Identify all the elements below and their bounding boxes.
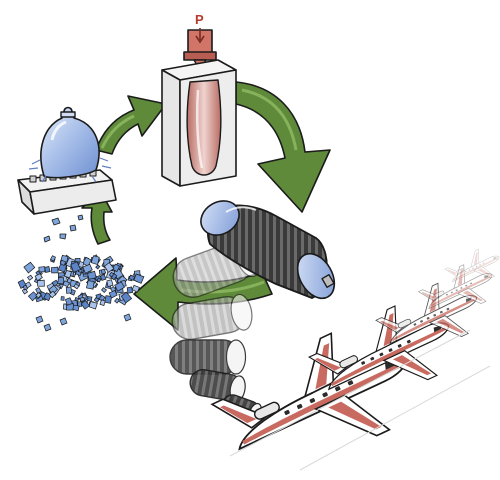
chip-fragment [74,297,80,302]
chip-fragment [80,300,91,310]
chip-fragment [114,281,125,292]
chip-fragment [131,284,140,293]
chip-fragment [100,274,107,281]
chip-fragment [72,304,80,312]
chip-fragment [34,273,43,282]
chip-fragment [133,273,145,284]
chip-fragment [48,290,57,299]
chip-fragment [59,317,68,326]
chip-fragment [36,279,45,287]
chip-fragment [70,261,82,273]
motion-streak [299,365,491,471]
chip-fragment [59,259,67,266]
chip-fragment [35,292,42,299]
chip-fragment [49,255,56,262]
chip-fragment [79,296,86,302]
chip-fragment [43,323,52,332]
chip-fragment [73,283,80,290]
jet-aircraft-icon [417,264,493,310]
chip-fragment [22,284,29,291]
chip-fragment [126,286,134,294]
chip-fragment [103,262,115,273]
chip-fragment [44,266,51,273]
chip-fragment [64,270,72,279]
chip-fragment [101,287,107,294]
cycle-arrow-to-tank [235,81,331,213]
chip-fragment [95,264,101,270]
chip-fragment [90,255,100,265]
chip-fragment [106,279,114,287]
jet-fleet [210,248,500,471]
chip-fragment [27,291,38,302]
chip-fragment [108,271,115,278]
chip-fragment [51,279,59,287]
chip-fragment [98,294,106,302]
chip-fragment [82,263,93,274]
pressure-label: P [195,12,204,27]
motion-tank-ghost [171,293,253,340]
chip-fragment [96,277,102,283]
chip-fragment [114,297,120,304]
chip-fragment [86,270,97,280]
chip-fragment [93,297,100,303]
composite-tank-icon [200,200,336,300]
mold-press-icon: P [161,12,237,187]
chip-fragment [64,297,73,306]
jet-aircraft-icon [444,248,500,283]
jet-aircraft-icon [375,282,478,345]
chip-fragment [110,272,118,281]
falling-chips-icon [43,214,84,243]
glass-bottle-icon [28,106,112,183]
chip-fragment [21,288,29,295]
chip-fragment [35,287,42,294]
chip-fragment [27,274,34,281]
chip-fragment [60,296,65,301]
chip-fragment [57,276,65,285]
motion-tank-ghost [169,339,247,375]
chip-fragment [88,301,98,310]
jet-aircraft-icon [210,332,407,451]
chip-fragment [85,280,95,290]
motion-streak [229,329,471,457]
chip-fragment [100,268,107,275]
chip-fragment [23,261,36,274]
chip-fragment [123,313,132,322]
cycle-arrow-to-press [95,95,167,155]
recycled-chips-icon [17,254,145,332]
chip-fragment [65,286,73,294]
chip-fragment [99,299,106,307]
chip-fragment [120,291,133,304]
chip-fragment [108,290,118,299]
chip-fragment [38,266,46,273]
chip-fragment [35,315,44,324]
chip-fragment [50,266,59,274]
chip-fragment [128,274,136,281]
